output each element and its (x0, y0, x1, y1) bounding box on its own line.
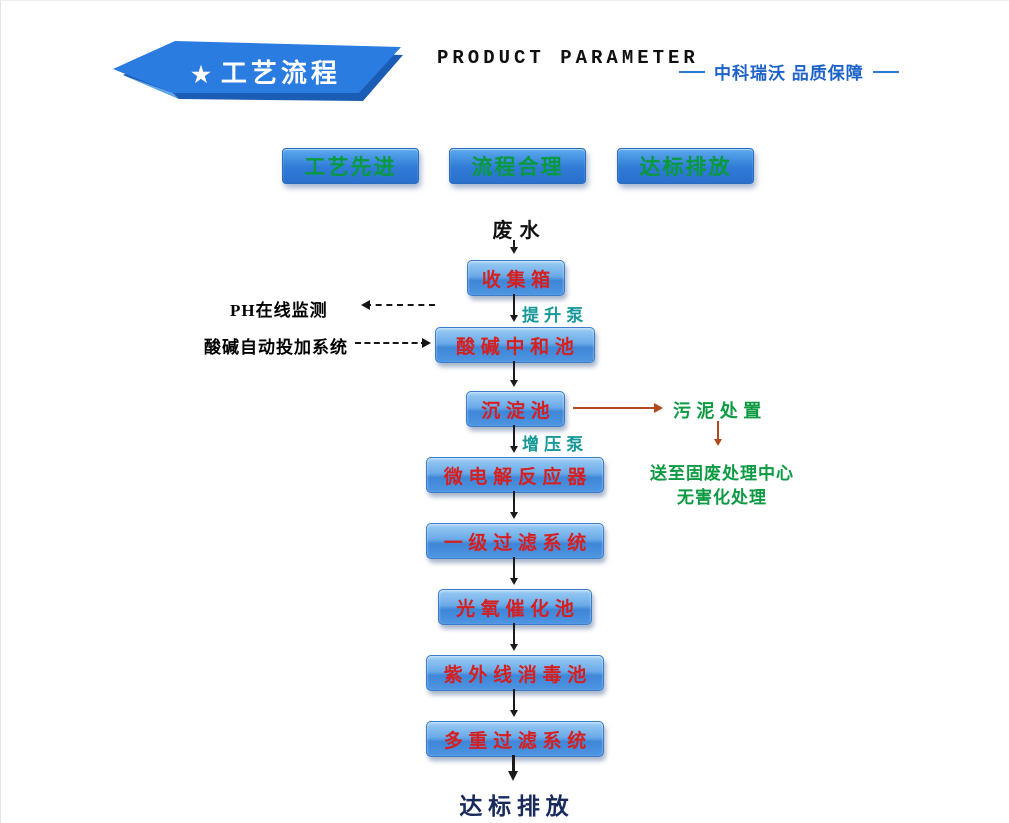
flow-step-neutralization-pool: 酸碱中和池 (435, 327, 595, 363)
arrow-down-icon (510, 240, 518, 254)
banner-ribbon-front (113, 41, 401, 93)
flow-step-uv-disinfection-pool: 紫外线消毒池 (426, 655, 604, 691)
banner-title-label: 工艺流程 (220, 58, 341, 88)
label-ph-online-monitoring: PH在线监测 (230, 301, 328, 320)
flow-step-multi-filtration: 多重过滤系统 (426, 721, 604, 757)
badge-advanced-technology: 工艺先进 (282, 148, 419, 184)
arrow-down-icon (510, 689, 518, 717)
label-solid-waste-center: 送至固废处理中心 (650, 464, 794, 483)
label-lift-pump: 提升泵 (522, 306, 589, 325)
label-booster-pump: 增压泵 (522, 435, 589, 454)
flow-step-micro-electrolysis-reactor: 微电解反应器 (426, 457, 604, 493)
brand-row: 中科瑞沃 品质保障 (679, 59, 899, 84)
banner-ribbon-fold (123, 75, 179, 99)
dashed-arrow-right-icon (355, 338, 431, 348)
arrow-down-icon (510, 294, 518, 322)
dashed-arrow-left-icon (361, 300, 435, 310)
arrow-down-icon (510, 491, 518, 519)
badge-reasonable-process: 流程合理 (449, 148, 586, 184)
banner-ribbon (113, 41, 403, 101)
arrow-down-sludge-icon (714, 421, 722, 446)
banner-title: ★ 工艺流程 (151, 53, 381, 90)
flow-outcome-standard-discharge: 达标排放 (459, 794, 575, 819)
star-icon: ★ (191, 62, 211, 87)
arrow-down-final-icon (508, 755, 518, 781)
flow-step-photo-oxidation-pool: 光氧催化池 (438, 589, 592, 625)
flow-step-sedimentation-pool: 沉淀池 (466, 391, 565, 427)
brand-slogan: 中科瑞沃 品质保障 (714, 64, 864, 83)
label-sludge-disposal: 污泥处置 (673, 401, 767, 421)
section-title: PRODUCT PARAMETER (437, 47, 699, 69)
flow-step-collection-box: 收集箱 (467, 260, 565, 296)
arrow-down-icon (510, 557, 518, 585)
brand-left-rule (679, 70, 705, 73)
label-acid-base-dosing-system: 酸碱自动投加系统 (204, 338, 348, 357)
arrow-right-sludge-icon (573, 403, 663, 413)
flow-source-wastewater: 废水 (492, 220, 547, 242)
arrow-down-icon (510, 425, 518, 453)
badge-standard-discharge: 达标排放 (617, 148, 754, 184)
arrow-down-icon (510, 361, 518, 387)
brand-right-rule (872, 70, 899, 73)
flow-step-primary-filtration: 一级过滤系统 (426, 523, 604, 559)
arrow-down-icon (510, 623, 518, 651)
label-harmless-treatment: 无害化处理 (677, 488, 767, 507)
